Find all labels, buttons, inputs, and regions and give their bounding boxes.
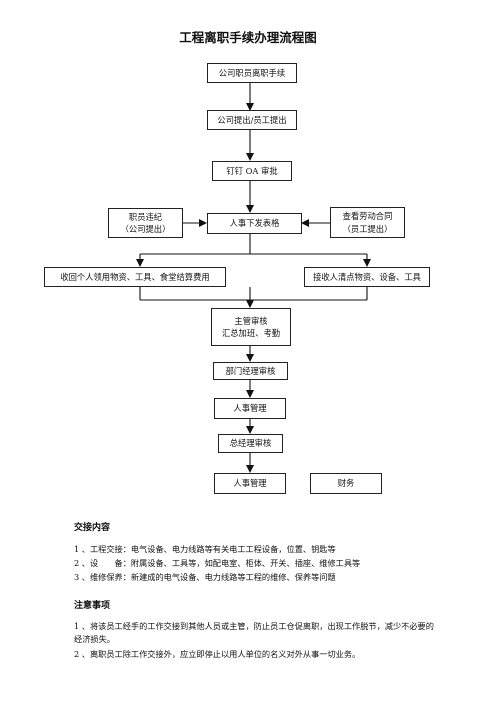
note-item: 2 、离职员工除工作交接外，应立即停止以用人单位的名义对外从事一切业务。 [74,649,361,659]
handover-item: 1 、工程交接：电气设备、电力线路等有关电工工程设备，位置、钥匙等 [74,544,336,554]
side-labor-contract: 查看劳动合同 （员工提出） [330,207,405,238]
step-finance: 财务 [310,473,382,494]
step-employee-resignation: 公司职员离职手续 [207,63,297,83]
step-supervisor-review: 主管审核 汇总加班、考勤 [211,308,291,346]
handover-heading: 交接内容 [74,523,111,533]
step-dept-manager-review: 部门经理审核 [213,362,288,380]
step-hr-management: 人事管理 [214,398,286,419]
page-title: 工程离职手续办理流程图 [179,30,317,45]
notes-heading: 注意事项 [74,601,111,611]
step-hr-management-final: 人事管理 [214,473,286,494]
step-initiation: 公司提出/员工提出 [207,110,297,130]
handover-item: 3 、维修保养：新建成的电气设备、电力线路等工程的维修、保养等问题 [74,572,336,582]
step-hr-issue-form: 人事下发表格 [207,213,302,234]
step-recover-items: 收回个人领用物资、工具、食堂结算费用 [44,267,226,287]
step-gm-review: 总经理审核 [218,434,283,453]
side-violation: 职员违纪 （公司提出） [108,208,183,238]
note-item: 1 、将该员工经手的工作交接到其他人员或主管，防止员工仓促离职，出现工作脱节，减… [74,621,434,644]
handover-item: 2 、设 备：附属设备、工具等，如配电室、柜体、开关、插座、维修工具等 [74,558,361,568]
step-oa-approval: 钉钉 OA 审批 [212,161,292,181]
step-receiver-inventory: 接收人清点物资、设备、工具 [304,267,430,287]
